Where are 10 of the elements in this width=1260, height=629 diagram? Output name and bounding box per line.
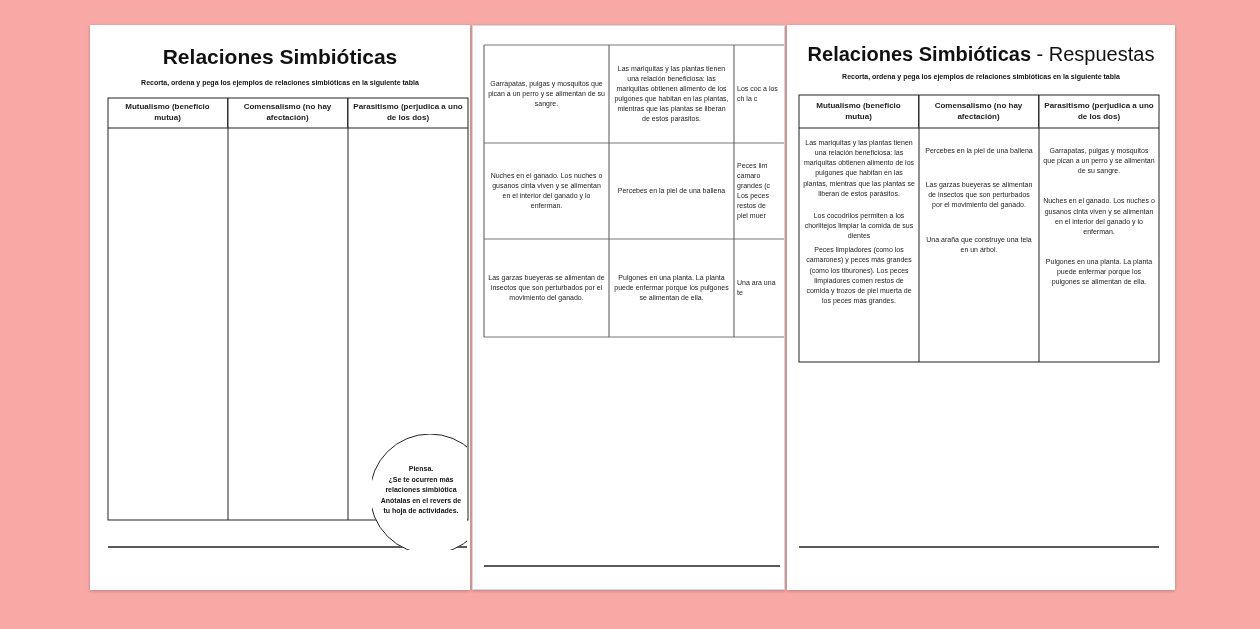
worksheet-title: Relaciones Simbióticas - Respuestas xyxy=(806,43,1156,66)
worksheet-page xyxy=(787,25,1175,590)
column-heading: Mutualismo (beneficio mutua) xyxy=(815,100,902,123)
column-heading: Mutualismo (beneficio mutua) xyxy=(124,102,211,124)
column-heading: Parasitismo (perjudica a uno de los dos) xyxy=(352,102,464,124)
worksheet-title: Relaciones Simbióticas xyxy=(161,45,399,69)
column-heading: Parasitismo (perjudica a uno de los dos) xyxy=(1043,100,1155,123)
worksheet-page xyxy=(90,25,470,590)
column-heading: Comensalismo (no hay afectación) xyxy=(933,100,1024,123)
column-heading: Comensalismo (no hay afectación) xyxy=(242,102,333,124)
